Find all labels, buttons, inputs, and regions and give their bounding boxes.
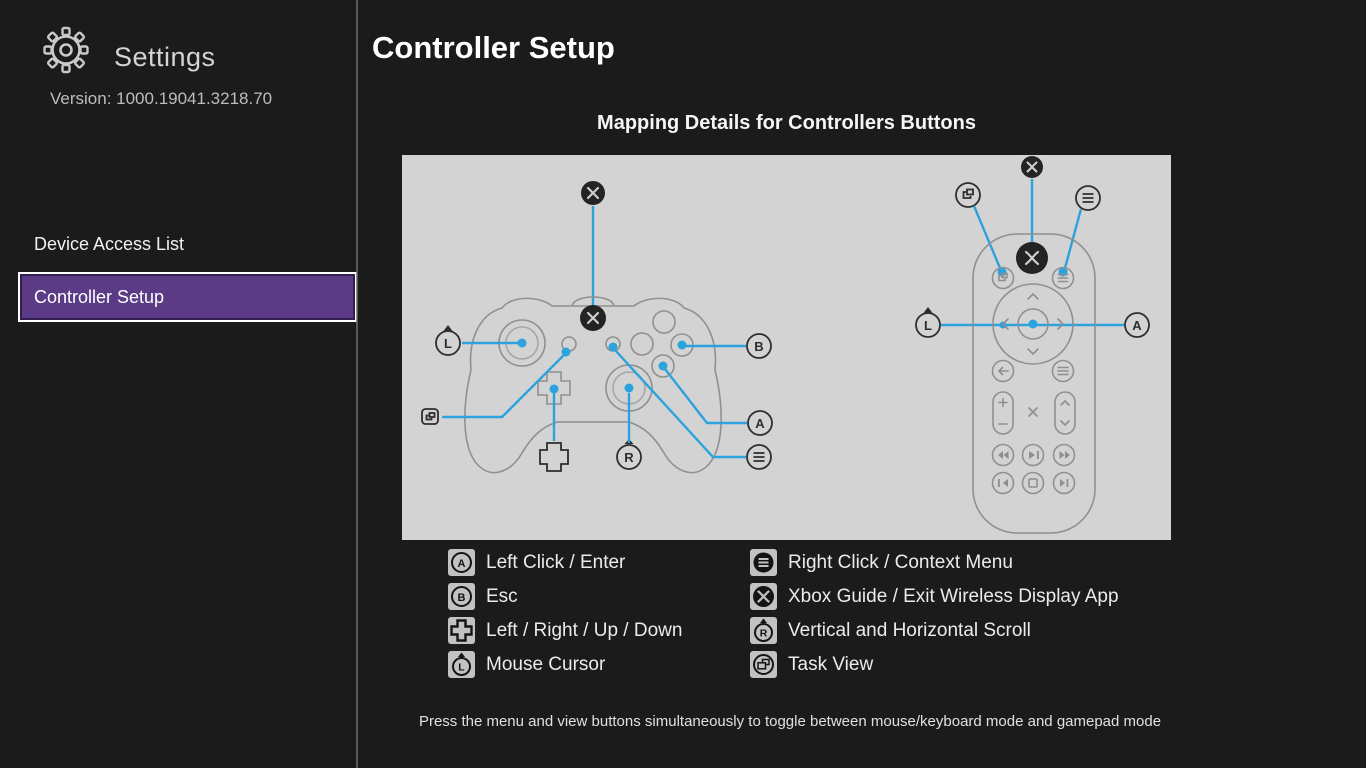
svg-text:A: A: [458, 558, 466, 570]
b-button-icon: B: [448, 583, 475, 610]
xbox-logo-callout-icon: [581, 181, 605, 205]
legend-row: A Left Click / Enter: [448, 549, 682, 576]
legend-right-column: Right Click / Context Menu Xbox Guide / …: [750, 549, 1119, 678]
controller-illustration: L B: [421, 181, 773, 474]
controller-xbox-button: [580, 305, 606, 331]
task-view-icon: [750, 651, 777, 678]
remote-xbox-button: [1016, 242, 1048, 274]
legend-row: Xbox Guide / Exit Wireless Display App: [750, 583, 1119, 610]
mode-toggle-note: Press the menu and view buttons simultan…: [418, 713, 1162, 730]
svg-text:A: A: [1132, 318, 1142, 333]
svg-text:L: L: [444, 336, 452, 351]
remote-menu-callout-icon: [1075, 185, 1101, 211]
dpad-callout-icon: [539, 442, 569, 472]
legend-label: Vertical and Horizontal Scroll: [788, 619, 1031, 641]
dpad-icon: [448, 617, 475, 644]
svg-text:L: L: [924, 318, 932, 333]
sidebar-divider: [356, 0, 358, 768]
right-stick-icon: R: [750, 617, 777, 644]
legend-row: Right Click / Context Menu: [750, 549, 1119, 576]
remote-left-stick-callout-icon: L: [915, 307, 941, 338]
legend-row: R Vertical and Horizontal Scroll: [750, 617, 1119, 644]
svg-text:B: B: [458, 592, 466, 604]
remote-view-callout-icon: [955, 182, 981, 208]
legend-label: Left Click / Enter: [486, 551, 626, 573]
legend-label: Task View: [788, 653, 874, 675]
remote-illustration: L A: [915, 156, 1150, 534]
settings-title: Settings: [114, 42, 216, 72]
settings-gear-icon: [42, 25, 90, 80]
menu-button-callout-icon: [746, 444, 772, 470]
controller-mapping-illustration: L B: [402, 155, 1171, 540]
right-stick-callout-icon: R: [616, 439, 642, 470]
legend-label: Right Click / Context Menu: [788, 551, 1013, 573]
a-button-callout-icon: A: [747, 410, 773, 436]
svg-text:B: B: [754, 339, 763, 354]
svg-text:R: R: [624, 450, 634, 465]
legend-left-column: A Left Click / Enter B Esc Left / Right …: [448, 549, 682, 678]
sidebar-item-device-access-list[interactable]: Device Access List: [34, 234, 185, 254]
left-stick-icon: L: [448, 651, 475, 678]
version-label: Version: 1000.19041.3218.70: [50, 89, 273, 108]
svg-text:L: L: [458, 662, 465, 674]
legend-row: L Mouse Cursor: [448, 651, 682, 678]
svg-text:R: R: [760, 628, 768, 640]
remote-a-button-callout-icon: A: [1124, 312, 1150, 338]
sidebar-item-controller-setup[interactable]: Controller Setup: [18, 272, 357, 322]
legend-row: Task View: [750, 651, 1119, 678]
legend-row: B Esc: [448, 583, 682, 610]
mapping-subtitle: Mapping Details for Controllers Buttons: [597, 112, 976, 134]
xbox-button-icon: [750, 583, 777, 610]
legend-row: Left / Right / Up / Down: [448, 617, 682, 644]
legend-label: Left / Right / Up / Down: [486, 619, 683, 641]
legend-label: Esc: [486, 585, 518, 607]
menu-button-icon: [750, 549, 777, 576]
page-title: Controller Setup: [372, 30, 615, 65]
view-button-callout-icon: [421, 408, 439, 425]
remote-xbox-logo-callout-icon: [1021, 156, 1043, 178]
legend-label: Xbox Guide / Exit Wireless Display App: [788, 585, 1119, 607]
a-button-icon: A: [448, 549, 475, 576]
legend-label: Mouse Cursor: [486, 653, 606, 675]
left-stick-callout-icon: L: [435, 325, 461, 356]
sidebar: Settings Version: 1000.19041.3218.70 Dev…: [0, 0, 357, 768]
b-button-callout-icon: B: [746, 333, 772, 359]
svg-text:A: A: [755, 416, 765, 431]
